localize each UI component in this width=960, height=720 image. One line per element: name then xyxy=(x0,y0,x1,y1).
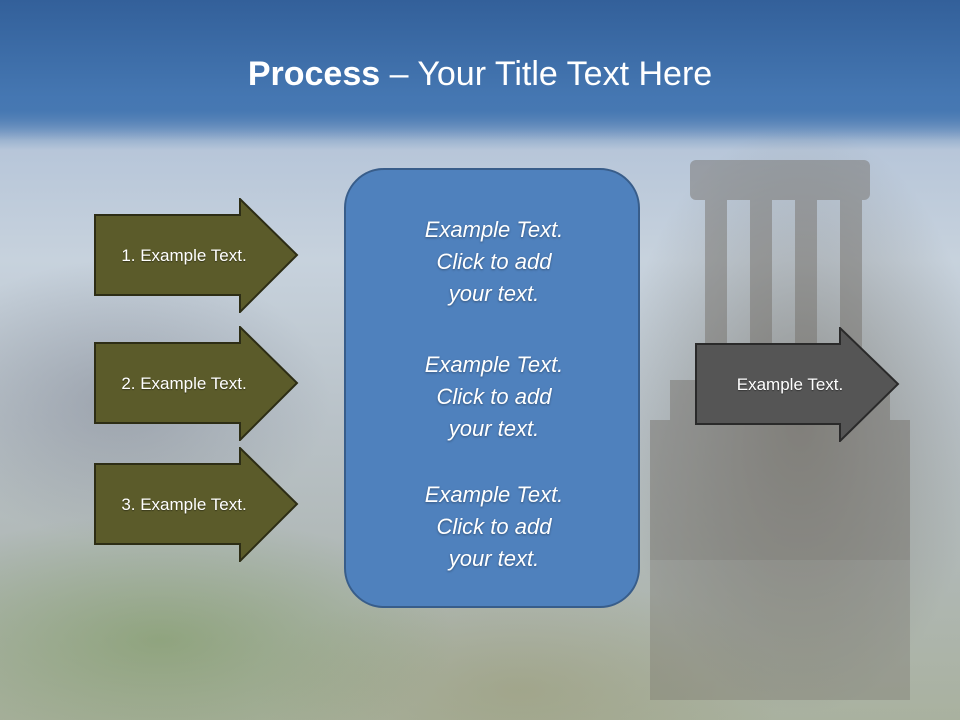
arrow-shape-icon xyxy=(695,327,900,442)
block-line: Click to add xyxy=(436,384,552,409)
block-line: Example Text. xyxy=(424,482,564,507)
arrow-shape-icon xyxy=(94,198,299,313)
title-bold: Process xyxy=(247,55,381,93)
arrow-label: Example Text. xyxy=(736,374,844,394)
block-line: Click to add xyxy=(436,514,552,539)
block-line: Click to add xyxy=(436,249,552,274)
process-arrow-1[interactable]: 1. Example Text. xyxy=(94,198,299,313)
arrow-shape-icon xyxy=(94,447,299,562)
block-line: Example Text. xyxy=(424,352,564,377)
process-arrow-2[interactable]: 2. Example Text. xyxy=(94,326,299,441)
center-text-block-1[interactable]: Example Text. Click to add your text. xyxy=(346,214,642,310)
title-band xyxy=(0,0,960,140)
block-line: your text. xyxy=(448,546,540,571)
block-line: Example Text. xyxy=(424,217,564,242)
center-text-block-2[interactable]: Example Text. Click to add your text. xyxy=(346,349,642,445)
arrow-label: 1. Example Text. xyxy=(121,245,247,265)
arrow-shape-icon xyxy=(94,326,299,441)
center-text-block-3[interactable]: Example Text. Click to add your text. xyxy=(346,479,642,575)
block-line: your text. xyxy=(448,416,540,441)
arrow-label: 3. Example Text. xyxy=(121,494,247,514)
center-text-box[interactable]: Example Text. Click to add your text. Ex… xyxy=(344,168,640,608)
title-rest: – Your Title Text Here xyxy=(380,55,713,93)
slide-title[interactable]: Process – Your Title Text Here xyxy=(0,50,960,98)
arrow-label: 2. Example Text. xyxy=(121,373,247,393)
process-arrow-3[interactable]: 3. Example Text. xyxy=(94,447,299,562)
block-line: your text. xyxy=(448,281,540,306)
output-arrow[interactable]: Example Text. xyxy=(695,327,900,442)
